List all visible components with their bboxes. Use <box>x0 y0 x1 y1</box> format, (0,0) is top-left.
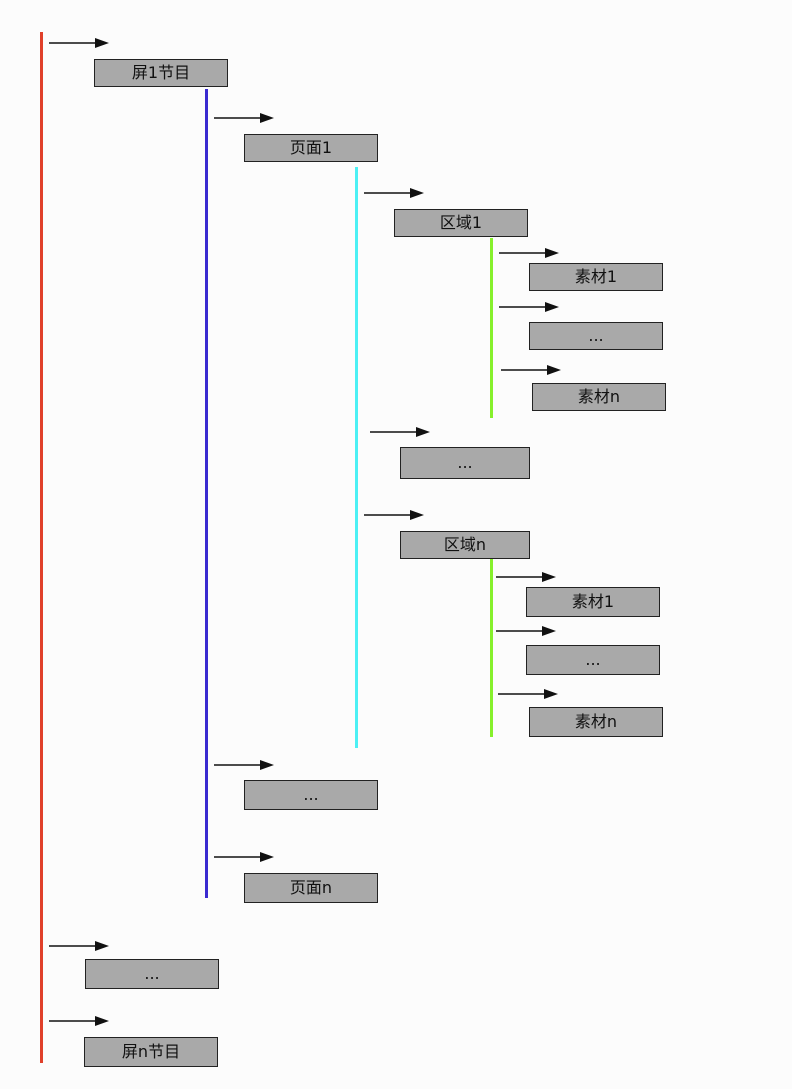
node-region-1: 区域1 <box>394 209 528 237</box>
node-screen-n: 屏n节目 <box>84 1037 218 1067</box>
node-region-ellipsis: ... <box>400 447 530 479</box>
page-level-line <box>205 89 208 898</box>
node-material-1: 素材1 <box>526 587 660 617</box>
node-material-n: 素材n <box>532 383 666 411</box>
arrow-right-icon <box>214 112 274 124</box>
screen-level-line <box>40 32 43 1063</box>
arrow-right-icon <box>364 187 424 199</box>
node-screen-1: 屏1节目 <box>94 59 228 87</box>
arrow-right-icon <box>49 37 109 49</box>
node-page-1: 页面1 <box>244 134 378 162</box>
arrow-right-icon <box>499 301 559 313</box>
arrow-right-icon <box>496 625 556 637</box>
arrow-right-icon <box>498 688 558 700</box>
material-level-line <box>490 558 493 737</box>
arrow-right-icon <box>214 759 274 771</box>
arrow-right-icon <box>364 509 424 521</box>
node-region-n: 区域n <box>400 531 530 559</box>
node-material-ellipsis: ... <box>529 322 663 350</box>
arrow-right-icon <box>370 426 430 438</box>
node-material-1: 素材1 <box>529 263 663 291</box>
arrow-right-icon <box>501 364 561 376</box>
arrow-right-icon <box>499 247 559 259</box>
arrow-right-icon <box>49 1015 109 1027</box>
arrow-right-icon <box>214 851 274 863</box>
arrow-right-icon <box>496 571 556 583</box>
node-material-n: 素材n <box>529 707 663 737</box>
material-level-line <box>490 238 493 418</box>
region-level-line <box>355 167 358 748</box>
node-page-n: 页面n <box>244 873 378 903</box>
node-screen-ellipsis: ... <box>85 959 219 989</box>
node-material-ellipsis: ... <box>526 645 660 675</box>
arrow-right-icon <box>49 940 109 952</box>
node-page-ellipsis: ... <box>244 780 378 810</box>
